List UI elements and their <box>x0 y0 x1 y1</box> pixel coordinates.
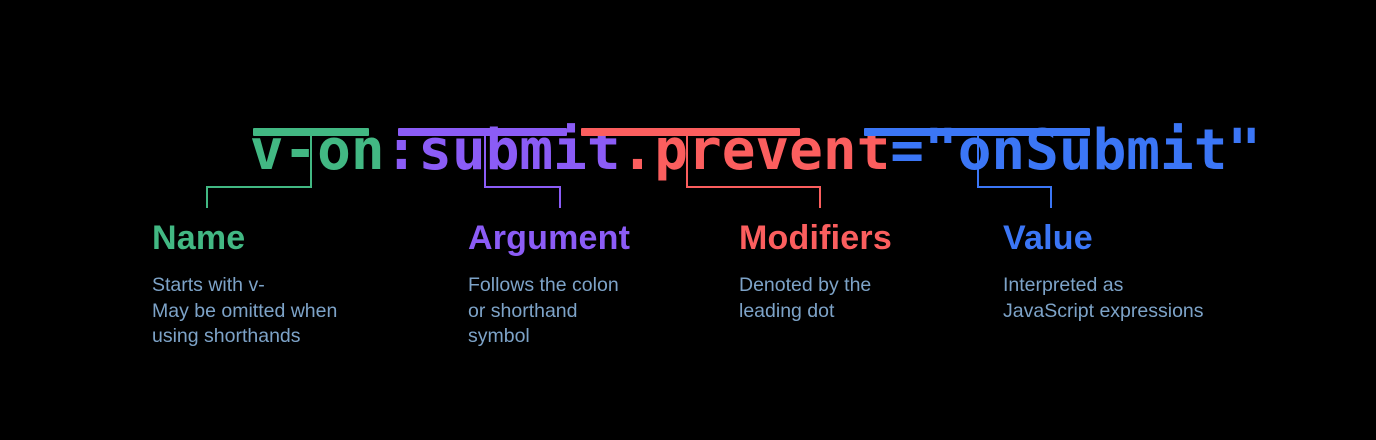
connector-run-argument <box>484 186 561 188</box>
connector-stub-argument <box>559 186 561 208</box>
connector-run-modifiers <box>686 186 821 188</box>
label-block-name: Name Starts with v- May be omitted when … <box>152 219 452 350</box>
label-block-modifiers: Modifiers Denoted by the leading dot <box>739 219 989 324</box>
label-title-name: Name <box>152 219 246 257</box>
label-block-value: Value Interpreted as JavaScript expressi… <box>1003 219 1313 324</box>
underline-bar-modifiers <box>581 128 800 136</box>
connector-stub-modifiers <box>819 186 821 208</box>
label-desc-value: Interpreted as JavaScript expressions <box>1003 274 1204 322</box>
label-desc-name: Starts with v- May be omitted when using… <box>152 274 338 347</box>
label-desc-argument: Follows the colon or shorthand symbol <box>468 274 619 347</box>
label-title-value: Value <box>1003 219 1093 257</box>
label-desc-modifiers: Denoted by the leading dot <box>739 274 872 322</box>
connector-stub-name <box>206 186 208 208</box>
connector-stub-value <box>1050 186 1052 208</box>
label-title-argument: Argument <box>468 219 631 257</box>
label-title-modifiers: Modifiers <box>739 219 892 257</box>
connector-run-value <box>977 186 1052 188</box>
connector-drop-name <box>310 136 312 188</box>
code-expression: v-on:submit.prevent="onSubmit" <box>0 58 1376 244</box>
underline-bar-argument <box>398 128 567 136</box>
connector-drop-modifiers <box>686 136 688 188</box>
connector-drop-argument <box>484 136 486 188</box>
label-block-argument: Argument Follows the colon or shorthand … <box>468 219 738 350</box>
underline-bar-value <box>864 128 1090 136</box>
underline-bar-name <box>253 128 369 136</box>
connector-run-name <box>206 186 312 188</box>
connector-drop-value <box>977 136 979 188</box>
